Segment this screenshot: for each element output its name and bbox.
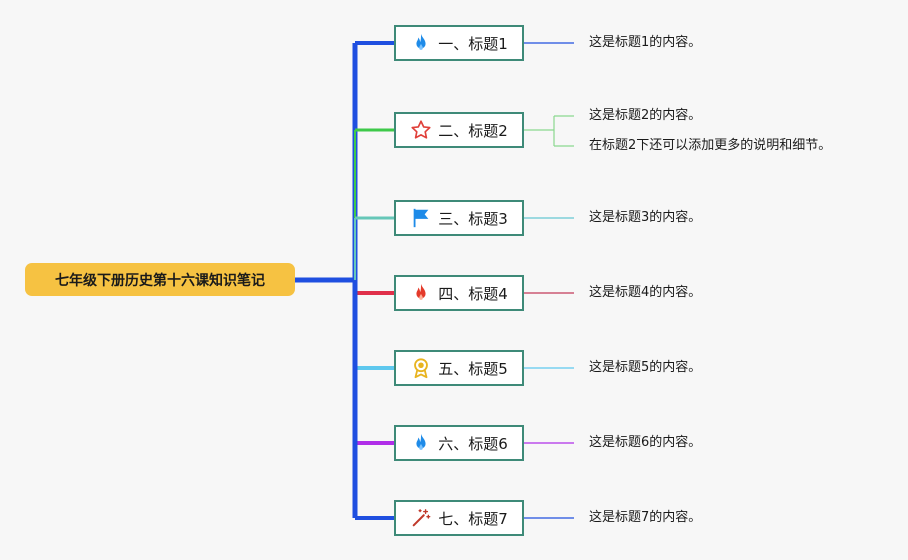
fire-icon — [410, 32, 432, 54]
topic-7[interactable]: 七、标题7 — [394, 500, 524, 536]
magic-wand-icon — [410, 507, 432, 529]
root-topic-label: 七年级下册历史第十六课知识笔记 — [55, 272, 265, 289]
award-icon — [410, 357, 432, 379]
topic-3[interactable]: 三、标题3 — [394, 200, 524, 236]
subtopic-note[interactable]: 这是标题1的内容。 — [589, 35, 702, 50]
fire-icon — [410, 432, 432, 454]
subtopic-note[interactable]: 这是标题6的内容。 — [589, 435, 702, 450]
star-icon — [410, 119, 432, 141]
flag-icon — [410, 207, 432, 229]
topic-4[interactable]: 四、标题4 — [394, 275, 524, 311]
subtopic-note[interactable]: 这是标题4的内容。 — [589, 285, 702, 300]
topic-label: 五、标题5 — [438, 359, 508, 378]
topic-label: 二、标题2 — [438, 121, 508, 140]
topic-label: 七、标题7 — [438, 509, 508, 528]
subtopic-note[interactable]: 这是标题3的内容。 — [589, 210, 702, 225]
topic-6[interactable]: 六、标题6 — [394, 425, 524, 461]
subtopic-note[interactable]: 在标题2下还可以添加更多的说明和细节。 — [589, 138, 832, 153]
topic-5[interactable]: 五、标题5 — [394, 350, 524, 386]
topic-label: 四、标题4 — [438, 284, 508, 303]
topic-label: 三、标题3 — [438, 209, 508, 228]
root-topic[interactable]: 七年级下册历史第十六课知识笔记 — [25, 263, 295, 296]
topic-label: 一、标题1 — [438, 34, 508, 53]
subtopic-note[interactable]: 这是标题7的内容。 — [589, 510, 702, 525]
subtopic-note[interactable]: 这是标题5的内容。 — [589, 360, 702, 375]
topic-label: 六、标题6 — [438, 434, 508, 453]
topic-1[interactable]: 一、标题1 — [394, 25, 524, 61]
fire-icon — [410, 282, 432, 304]
subtopic-note[interactable]: 这是标题2的内容。 — [589, 108, 702, 123]
topic-2[interactable]: 二、标题2 — [394, 112, 524, 148]
